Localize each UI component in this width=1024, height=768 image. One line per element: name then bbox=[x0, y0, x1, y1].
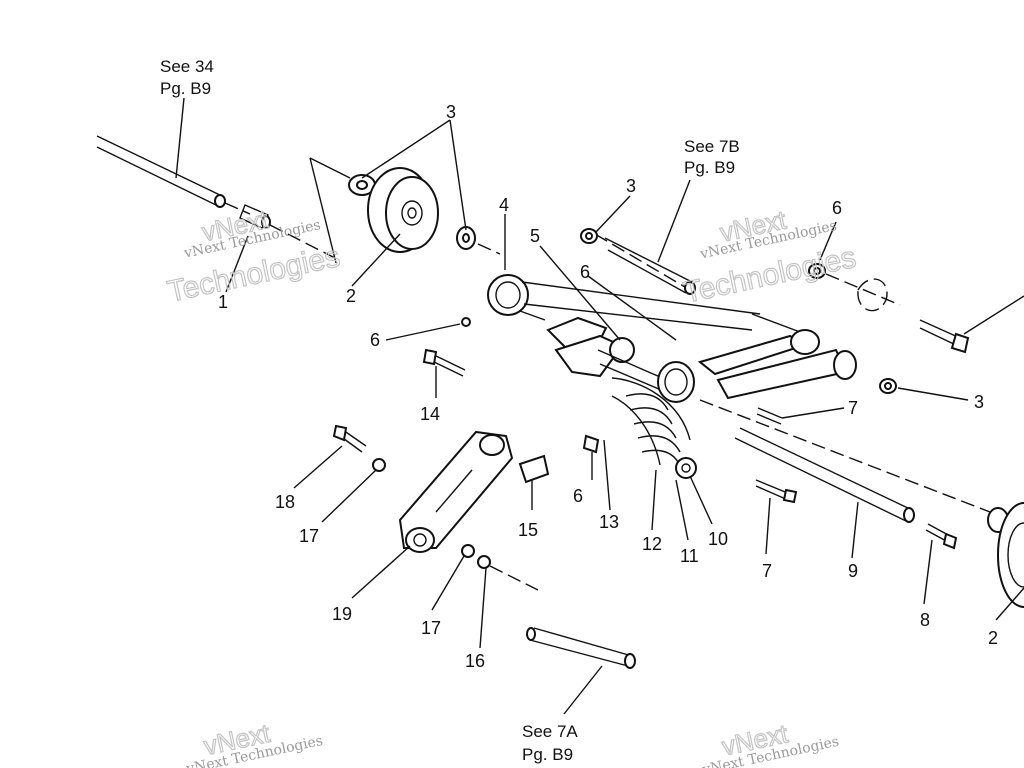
reference-line1: See 7A bbox=[522, 722, 578, 741]
part-label: 17 bbox=[299, 526, 319, 546]
part-label: 12 bbox=[642, 534, 662, 554]
part-label: 2 bbox=[988, 628, 998, 648]
part-rail-arm bbox=[487, 233, 801, 333]
part-shaft-upper bbox=[96, 135, 336, 259]
watermark: vNext Technologies vNext Technologies bbox=[680, 204, 859, 310]
part-label: 18 bbox=[275, 492, 295, 512]
part-shaft-lower bbox=[734, 427, 915, 523]
part-label: 6 bbox=[573, 486, 583, 506]
part-label: 1 bbox=[218, 292, 228, 312]
part-labels: 1 2 3 3 3 4 5 6 6 6 7 14 6 18 17 15 13 1… bbox=[218, 102, 998, 671]
reference-see-34: See 34 Pg. B9 bbox=[160, 57, 214, 98]
part-label: 14 bbox=[420, 404, 440, 424]
part-label: 17 bbox=[421, 618, 441, 638]
part-link-arm bbox=[398, 430, 550, 591]
part-label: 3 bbox=[626, 176, 636, 196]
part-label: 15 bbox=[518, 520, 538, 540]
leader-lines bbox=[175, 97, 1024, 715]
part-label: 19 bbox=[332, 604, 352, 624]
reference-see-7a: See 7A Pg. B9 bbox=[522, 722, 578, 764]
part-label: 7 bbox=[762, 561, 772, 581]
part-label: 11 bbox=[680, 546, 699, 566]
reference-line1: See 34 bbox=[160, 57, 214, 76]
part-label: 3 bbox=[446, 102, 456, 122]
part-label: 13 bbox=[599, 512, 619, 532]
part-label: 2 bbox=[346, 286, 356, 306]
part-rear-arm bbox=[697, 278, 991, 513]
part-shaft-7a bbox=[526, 627, 636, 669]
part-label: 6 bbox=[370, 330, 380, 350]
part-label: 10 bbox=[708, 529, 728, 549]
part-mount-bracket bbox=[546, 316, 695, 403]
part-wheel-lower bbox=[987, 502, 1024, 608]
watermark: vNext Technologies vNext bbox=[700, 718, 840, 768]
part-label: 8 bbox=[920, 610, 930, 630]
part-label: 6 bbox=[832, 198, 842, 218]
reference-line2: Pg. B9 bbox=[684, 158, 735, 177]
part-label: 6 bbox=[580, 262, 590, 282]
reference-line1: See 7B bbox=[684, 137, 740, 156]
part-label: 7 bbox=[848, 398, 858, 418]
part-label: 16 bbox=[465, 651, 485, 671]
part-label: 4 bbox=[499, 195, 509, 215]
reference-line2: Pg. B9 bbox=[522, 745, 573, 764]
part-pin-7b bbox=[580, 228, 696, 295]
watermark: vNext Technologies vNext Technologies bbox=[164, 203, 343, 309]
part-label: 9 bbox=[848, 561, 858, 581]
part-label: 3 bbox=[974, 392, 984, 412]
part-label: 5 bbox=[530, 226, 540, 246]
reference-line2: Pg. B9 bbox=[160, 79, 211, 98]
reference-see-7b: See 7B Pg. B9 bbox=[684, 137, 740, 177]
part-spring bbox=[611, 377, 697, 479]
watermark: vNext Technologies vNext bbox=[184, 717, 324, 768]
part-bolts bbox=[332, 263, 970, 550]
part-wheel-upper bbox=[309, 157, 501, 264]
